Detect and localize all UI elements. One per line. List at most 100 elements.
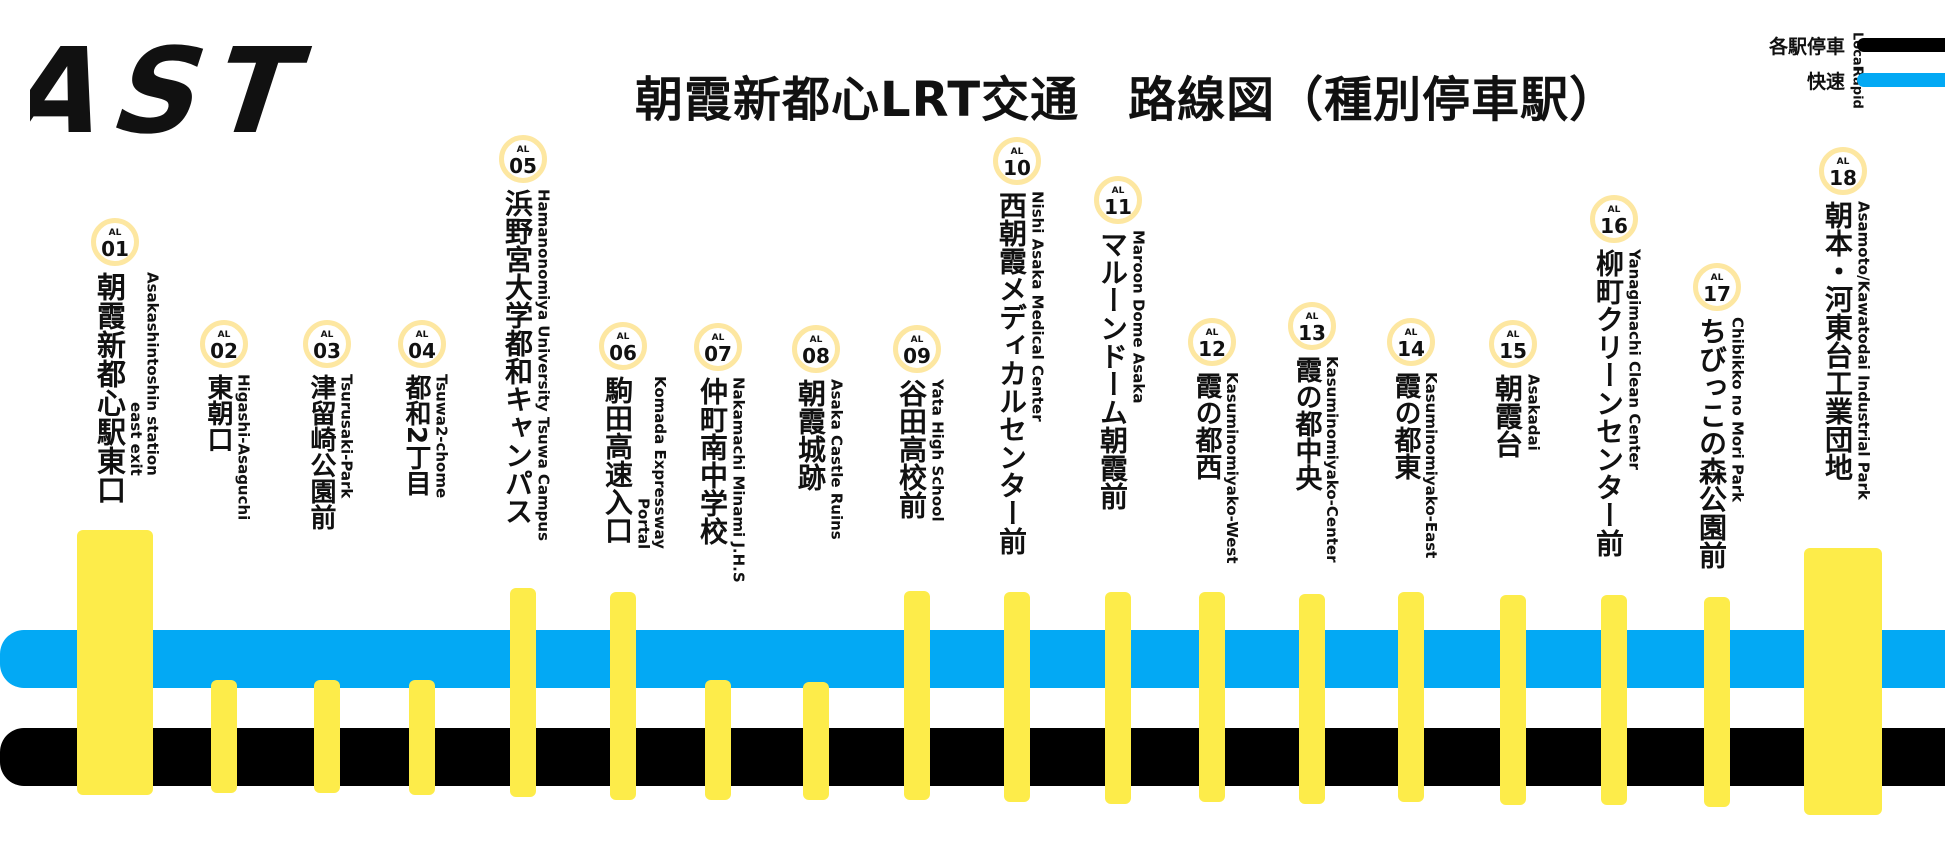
station-name-jp: 浜野宮大学都和キャンパス bbox=[501, 189, 534, 525]
ast-logo: AST bbox=[30, 40, 334, 140]
station-number: 15 bbox=[1499, 339, 1527, 363]
page-title: 朝霞新都心LRT交通 路線図（種別停車駅） bbox=[635, 72, 1619, 128]
station-name-en: Tsuwa2-chome bbox=[432, 374, 451, 499]
line-code: AL bbox=[516, 145, 530, 155]
station-number: 03 bbox=[313, 339, 341, 363]
station-name-jp: 霞の都中央 bbox=[1290, 356, 1322, 491]
line-code: AL bbox=[616, 332, 630, 342]
station-name-en: Chibikko no Mori Park bbox=[1728, 317, 1747, 503]
line-code: AL bbox=[910, 335, 924, 345]
station-number: 08 bbox=[802, 344, 830, 368]
station-name-jp: 朝霞城跡 bbox=[794, 379, 827, 491]
station-name-jp: 駒田高速入口 bbox=[601, 376, 634, 544]
station-name-jp: 東朝口 bbox=[203, 374, 233, 452]
station-number: 12 bbox=[1198, 337, 1226, 361]
line-code: AL bbox=[1404, 328, 1418, 338]
station-name-en: Hamanonomiya University Tsuwa Campus bbox=[534, 189, 553, 542]
station-stop-05 bbox=[510, 588, 536, 797]
station-name-jp: 朝霞新都心駅東口 bbox=[92, 272, 127, 504]
station-name-jp: 霞の都東 bbox=[1389, 372, 1421, 480]
line-code: AL bbox=[1710, 273, 1724, 283]
station-number: 07 bbox=[704, 342, 732, 366]
station-number: 06 bbox=[609, 341, 637, 365]
station-stop-12 bbox=[1199, 592, 1225, 802]
line-code: AL bbox=[711, 333, 725, 343]
station-stop-09 bbox=[904, 591, 930, 800]
station-name-jp: ちびっこの森公園前 bbox=[1695, 317, 1728, 569]
station-name-en: Nakamachi Minami J.H.S bbox=[729, 377, 748, 583]
station-number: 11 bbox=[1104, 195, 1132, 219]
station-stop-08 bbox=[803, 682, 829, 800]
station-name-jp: 谷田高校前 bbox=[895, 379, 928, 519]
station-number: 05 bbox=[509, 154, 537, 178]
station-name-jp: 西朝霞メディカルセンター前 bbox=[995, 191, 1028, 555]
line-code: AL bbox=[809, 335, 823, 345]
station-name-en: Nishi Asaka Medical Center bbox=[1028, 191, 1047, 422]
station-stop-02 bbox=[211, 680, 237, 793]
line-code: AL bbox=[415, 330, 429, 340]
station-name-en: Asaka Castle Ruins bbox=[827, 379, 846, 540]
station-number: 16 bbox=[1600, 214, 1628, 238]
line-code: AL bbox=[1205, 328, 1219, 338]
station-stop-07 bbox=[705, 680, 731, 800]
station-number: 14 bbox=[1397, 337, 1425, 361]
station-name-en: Asakadai bbox=[1524, 374, 1543, 451]
line-code: AL bbox=[108, 228, 122, 238]
line-code: AL bbox=[1836, 157, 1850, 167]
station-name-jp: 津留崎公園前 bbox=[306, 374, 336, 530]
station-stop-04 bbox=[409, 680, 435, 795]
line-code: AL bbox=[1506, 330, 1520, 340]
station-name-en: Kasuminomiyako-West bbox=[1223, 372, 1241, 564]
local-line bbox=[0, 728, 1945, 786]
station-number: 18 bbox=[1829, 166, 1857, 190]
station-name-en: Komada Expressway Portal bbox=[634, 376, 670, 549]
station-number: 01 bbox=[101, 237, 129, 261]
station-name-en: Higashi-Asaguchi bbox=[234, 374, 253, 521]
station-name-en: Tsurusaki-Park bbox=[337, 374, 356, 499]
station-number: 13 bbox=[1298, 321, 1326, 345]
station-stop-01 bbox=[77, 530, 153, 795]
station-stop-06 bbox=[610, 592, 636, 800]
station-number: 02 bbox=[210, 339, 238, 363]
legend-swatch-local bbox=[1857, 38, 1945, 52]
station-name-jp: 仲町南中学校 bbox=[696, 377, 729, 545]
line-code: AL bbox=[217, 330, 231, 340]
station-name-jp: 柳町クリーンセンター前 bbox=[1592, 249, 1625, 557]
station-stop-13 bbox=[1299, 594, 1325, 804]
station-stop-16 bbox=[1601, 595, 1627, 805]
station-name-jp: 霞の都西 bbox=[1190, 372, 1222, 480]
station-number: 04 bbox=[408, 339, 436, 363]
station-name-en: Kasuminomiyako-Center bbox=[1323, 356, 1341, 563]
rapid-line bbox=[0, 630, 1945, 688]
station-number: 10 bbox=[1003, 156, 1031, 180]
station-stop-14 bbox=[1398, 592, 1424, 802]
station-stop-18 bbox=[1804, 548, 1882, 815]
line-code: AL bbox=[1010, 147, 1024, 157]
station-name-en: Kasuminomiyako-East bbox=[1422, 372, 1440, 559]
station-number: 17 bbox=[1703, 282, 1731, 306]
station-name-en: Maroon Dome Asaka bbox=[1129, 230, 1148, 404]
station-name-en: Asamoto/Kawatodai Industrial Park bbox=[1854, 201, 1873, 500]
station-stop-03 bbox=[314, 680, 340, 793]
station-name-en: Yanagimachi Clean Center bbox=[1625, 249, 1644, 470]
station-name-jp: 都和2丁目 bbox=[401, 374, 431, 497]
